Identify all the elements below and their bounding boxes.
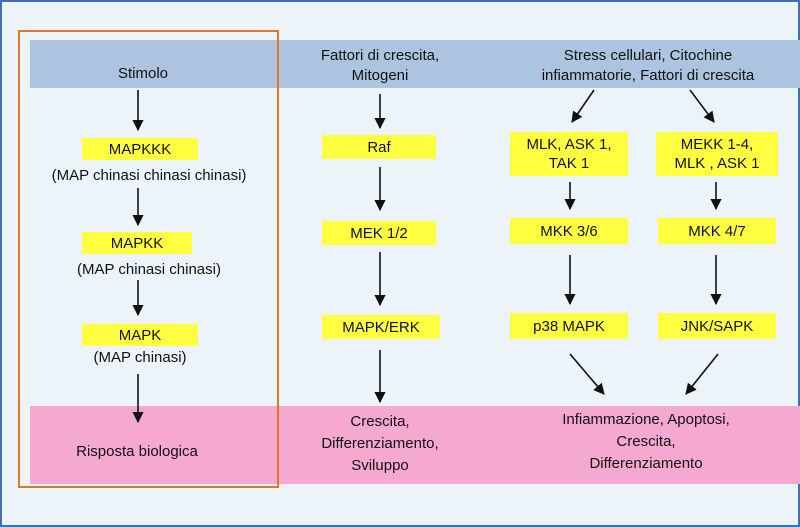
legend-mapkk-description: (MAP chinasi chinasi) <box>77 261 221 278</box>
mlk-ask1-tak1-node: MLK, ASK 1, TAK 1 <box>510 132 628 176</box>
arrow-p38-to-response <box>569 353 605 395</box>
legend-mapkk-node: MAPKK <box>82 232 192 254</box>
mek12-node: MEK 1/2 <box>322 221 436 245</box>
arrow-stress-to-mekk <box>689 89 715 123</box>
erk-response-line-1: Crescita, <box>350 413 410 430</box>
erk-stimulus-line-2: Mitogeni <box>351 67 409 84</box>
erk-stimulus-line-1: Fattori di crescita, <box>320 47 440 64</box>
jnk-sapk-node: JNK/SAPK <box>658 313 776 339</box>
raf-node: Raf <box>322 135 436 159</box>
stress-stimulus-line-2: infiammatorie, Fattori di crescita <box>541 67 755 84</box>
stress-response-line-2: Crescita, <box>616 433 676 450</box>
legend-mapkkk-description: (MAP chinasi chinasi chinasi) <box>51 167 247 184</box>
stress-stimulus-line-1: Stress cellulari, Citochine <box>563 47 733 64</box>
erk-response-line-2: Differenziamento, <box>321 435 439 452</box>
mapk-erk-node: MAPK/ERK <box>322 315 440 339</box>
mkk47-node: MKK 4/7 <box>658 218 776 244</box>
response-band <box>30 406 800 484</box>
arrow-stress-to-mlk <box>571 89 595 123</box>
legend-mapk-node: MAPK <box>82 324 198 346</box>
stress-response-line-3: Differenziamento <box>589 455 703 472</box>
legend-mapk-description: (MAP chinasi) <box>93 349 187 366</box>
stress-response-line-1: Infiammazione, Apoptosi, <box>562 411 730 428</box>
legend-frame <box>18 30 279 488</box>
legend-mapkkk-node: MAPKKK <box>82 138 198 160</box>
legend-response-label: Risposta biologica <box>76 443 198 460</box>
legend-stimulus-label: Stimolo <box>117 65 169 82</box>
erk-response-line-3: Sviluppo <box>351 457 409 474</box>
mkk36-node: MKK 3/6 <box>510 218 628 244</box>
arrow-jnk-to-response <box>685 353 719 395</box>
stimulus-band <box>30 40 800 88</box>
mekk14-mlk-ask1-node: MEKK 1-4, MLK , ASK 1 <box>656 132 778 176</box>
p38-mapk-node: p38 MAPK <box>510 313 628 339</box>
